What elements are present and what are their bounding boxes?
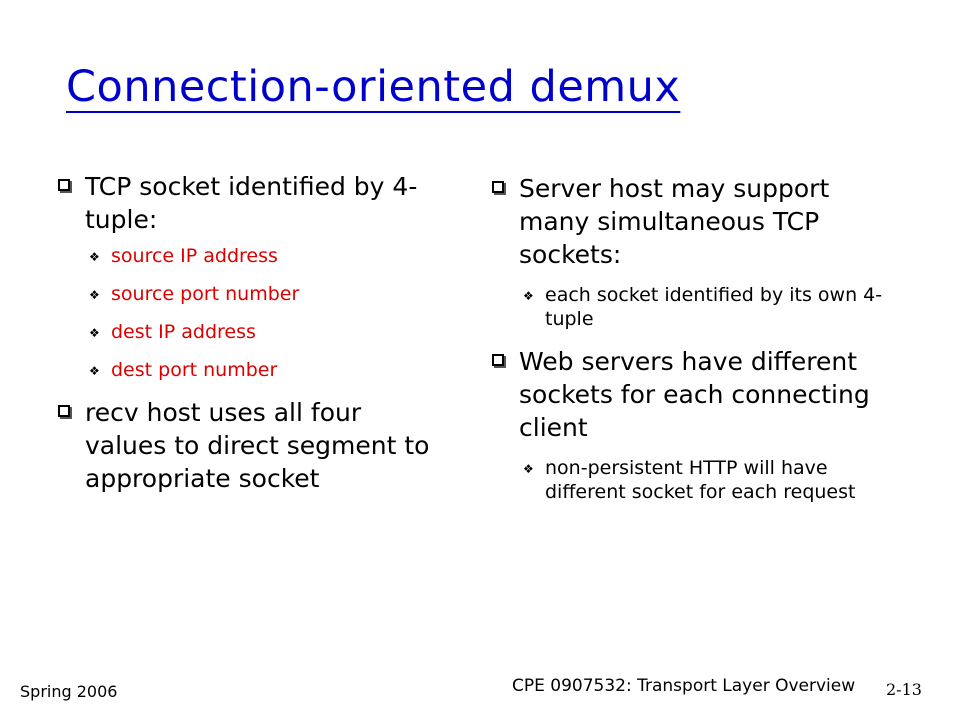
sub-item-text: non-persistent HTTP will have different … <box>545 457 856 503</box>
sub-item-text: source IP address <box>111 245 278 267</box>
footer-date: Spring 2006 <box>20 682 118 701</box>
square-bullet-icon <box>58 179 70 191</box>
diamond-bullet-icon: ❖ <box>89 250 100 264</box>
sub-item-dest-ip: ❖ dest IP address <box>85 320 448 344</box>
footer-course: CPE 0907532: Transport Layer Overview <box>512 676 856 696</box>
bullet-web-servers: Web servers have different sockets for e… <box>492 345 902 504</box>
diamond-bullet-icon: ❖ <box>89 326 100 340</box>
bullet-recv-host: recv host uses all four values to direct… <box>58 396 448 495</box>
right-column: Server host may support many simultaneou… <box>492 172 902 518</box>
diamond-bullet-icon: ❖ <box>89 364 100 378</box>
square-bullet-icon <box>58 405 70 417</box>
slide-title: Connection-oriented demux <box>66 62 681 112</box>
bullet-text: Server host may support many simultaneou… <box>519 174 830 269</box>
diamond-bullet-icon: ❖ <box>523 462 534 476</box>
sub-item-text: dest IP address <box>111 321 256 343</box>
footer-page-number: 2-13 <box>886 680 922 699</box>
sub-item-dest-port: ❖ dest port number <box>85 358 448 382</box>
sub-item-source-port: ❖ source port number <box>85 282 448 306</box>
bullet-server-host: Server host may support many simultaneou… <box>492 172 902 331</box>
left-column: TCP socket identified by 4-tuple: ❖ sour… <box>58 170 448 501</box>
bullet-text: TCP socket identified by 4-tuple: <box>85 172 418 234</box>
diamond-bullet-icon: ❖ <box>89 288 100 302</box>
square-bullet-icon <box>492 354 504 366</box>
sub-item-source-ip: ❖ source IP address <box>85 244 448 268</box>
bullet-text: recv host uses all four values to direct… <box>85 398 430 493</box>
sub-item-non-persistent-http: ❖ non-persistent HTTP will have differen… <box>519 456 902 504</box>
diamond-bullet-icon: ❖ <box>523 289 534 303</box>
sub-item-own-4-tuple: ❖ each socket identified by its own 4-tu… <box>519 283 902 331</box>
sub-item-text: each socket identified by its own 4-tupl… <box>545 284 883 330</box>
bullet-text: Web servers have different sockets for e… <box>519 347 870 442</box>
bullet-tcp-socket: TCP socket identified by 4-tuple: ❖ sour… <box>58 170 448 382</box>
sub-item-text: source port number <box>111 283 300 305</box>
square-bullet-icon <box>492 181 504 193</box>
sub-item-text: dest port number <box>111 359 278 381</box>
